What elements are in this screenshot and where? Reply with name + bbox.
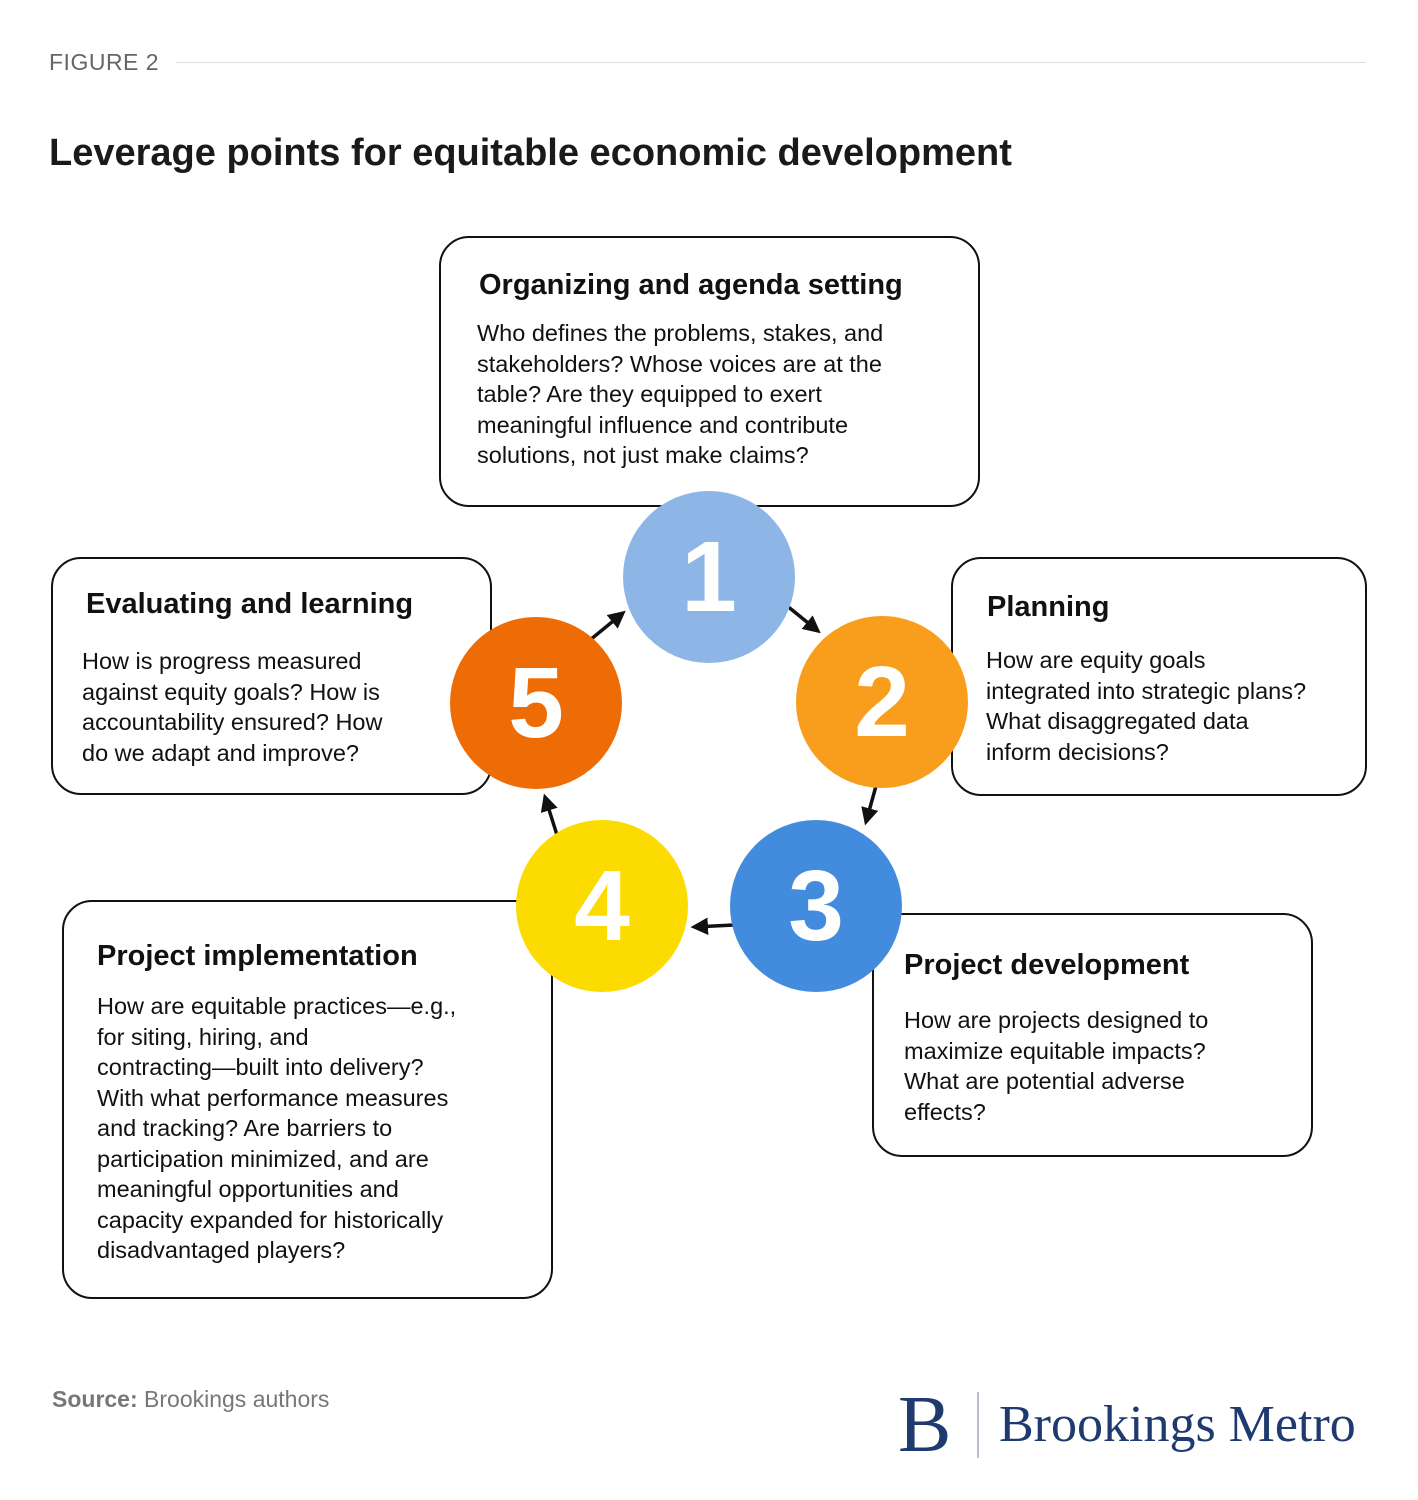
text-line: What are potential adverse [904,1068,1185,1094]
header-divider [176,62,1366,63]
step-title: Evaluating and learning [86,588,414,620]
logo-text: Brookings Metro [999,1396,1356,1453]
text-line: against equity goals? How is [82,678,380,705]
text-line: integrated into strategic plans? [986,677,1307,704]
step-box-project-implementation: Project implementation How are equitable… [62,900,553,1299]
step-description: How are equity goals integrated into str… [986,645,1306,767]
arrow-2-to-3 [861,785,879,826]
figure-title: Leverage points for equitable economic d… [49,132,1012,174]
text-line: effects? [904,1098,986,1125]
text-line: inform decisions? [986,738,1169,765]
step-title: Organizing and agenda setting [479,269,903,301]
text-line: meaningful influence and contribute [477,411,849,438]
step-box-organizing: Organizing and agenda setting Who define… [439,236,980,507]
text-line: participation minimized, and are [97,1145,429,1172]
arrow-1-to-2 [784,603,821,634]
text-line: With what performance measures [97,1084,449,1111]
step-title: Project development [904,949,1190,981]
text-line: table? Are they equipped to exert [477,381,822,407]
text-line: contracting—built into delivery? [97,1054,424,1080]
step-circle-2: 2 [796,616,968,788]
step-title: Planning [987,591,1110,623]
arrow-4-to-5 [540,793,559,836]
source-note: Source: Brookings authors [52,1386,329,1413]
text-line: disadvantaged players? [97,1237,346,1263]
step-box-evaluating: Evaluating and learning How is progress … [51,557,492,795]
text-line: solutions, not just make claims? [477,442,809,468]
arrow-5-to-1 [588,610,626,642]
step-description: How are equitable practices—e.g., for si… [97,991,456,1266]
text-line: What disaggregated data [986,708,1249,734]
text-line: do we adapt and improve? [82,739,359,766]
step-description: How are projects designed to maximize eq… [904,1005,1208,1127]
step-circle-1: 1 [623,491,795,663]
text-line: and tracking? Are barriers to [97,1115,393,1141]
step-circle-4: 4 [516,820,688,992]
text-line: accountability ensured? How [82,709,383,735]
text-line: How are projects designed to [904,1007,1209,1033]
text-line: How are equitable practices—e.g., [97,993,457,1019]
text-line: How are equity goals [986,647,1206,673]
step-description: Who defines the problems, stakes, and st… [477,318,883,471]
text-line: capacity expanded for historically [97,1206,444,1233]
step-circle-3: 3 [730,820,902,992]
step-box-planning: Planning How are equity goals integrated… [951,557,1367,796]
figure-label: FIGURE 2 [49,49,160,75]
source-text: Brookings authors [144,1386,330,1412]
logo-mark: B [898,1381,952,1469]
logo-divider [977,1392,979,1458]
source-label: Source: [52,1386,138,1412]
step-box-project-development: Project development How are projects des… [872,913,1313,1157]
arrow-3-to-4 [690,917,735,936]
text-line: meaningful opportunities and [97,1176,399,1202]
text-line: Who defines the problems, stakes, and [477,320,884,346]
brookings-metro-logo: B Brookings Metro [898,1380,1378,1470]
step-title: Project implementation [97,940,418,972]
text-line: How is progress measured [82,648,362,674]
step-description: How is progress measured against equity … [82,646,382,768]
step-circle-5: 5 [450,617,622,789]
text-line: maximize equitable impacts? [904,1037,1206,1064]
text-line: stakeholders? Whose voices are at the [477,350,882,377]
text-line: for siting, hiring, and [97,1023,309,1050]
